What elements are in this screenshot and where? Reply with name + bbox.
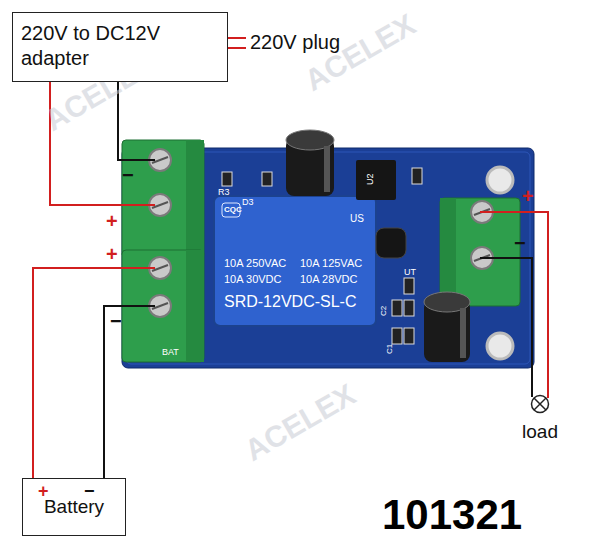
- silkscreen: U2: [366, 173, 375, 185]
- cert-mark: US: [350, 214, 364, 224]
- load-label: load: [512, 420, 568, 444]
- ic-chip: [356, 160, 396, 200]
- polarity-sign: +: [38, 482, 49, 500]
- polarity-sign: +: [106, 211, 118, 231]
- lamp-symbol: [530, 394, 550, 414]
- polarity-sign: −: [122, 165, 134, 185]
- device-box: 220V to DC12V adapter: [12, 12, 228, 82]
- device-name: 220V to DC12V adapter: [21, 21, 219, 71]
- wire: [480, 258, 532, 397]
- silkscreen: UT: [404, 268, 416, 277]
- polarity-sign: +: [522, 186, 534, 206]
- polarity-sign: −: [110, 311, 122, 331]
- relay-rating: 10A 125VAC: [300, 258, 362, 269]
- silkscreen: C1: [386, 344, 394, 354]
- relay-rating: 10A 28VDC: [300, 274, 357, 285]
- wire: [33, 268, 155, 478]
- relay-model: SRD-12VDC-SL-C: [224, 294, 356, 310]
- part-number: 101321: [382, 494, 522, 536]
- inductor: [376, 228, 406, 258]
- relay: [214, 196, 376, 326]
- terminal-block: [122, 140, 204, 362]
- polarity-sign: +: [106, 244, 118, 264]
- watermark: ACELEX: [240, 379, 360, 466]
- silkscreen: BAT: [162, 348, 179, 357]
- relay-rating: 10A 30VDC: [224, 274, 281, 285]
- mount-hole: [487, 333, 513, 359]
- silkscreen: D3: [242, 198, 254, 207]
- cert-mark: CQC: [224, 206, 242, 214]
- wire: [104, 306, 155, 478]
- relay-rating: 10A 250VAC: [224, 258, 286, 269]
- watermark: ACELEX: [300, 9, 420, 96]
- load-lamp: load: [512, 394, 568, 448]
- wire: [480, 212, 548, 398]
- plug-wire: [228, 37, 246, 39]
- capacitor: [424, 292, 470, 362]
- device-box: Battery: [22, 478, 126, 536]
- polarity-sign: −: [514, 233, 526, 253]
- plug-label: 220V plug: [250, 32, 340, 52]
- plug-wire: [228, 47, 246, 49]
- silkscreen: R3: [218, 188, 230, 197]
- capacitor: [286, 130, 334, 196]
- smd-parts: [222, 168, 422, 344]
- terminal-block: [440, 198, 520, 306]
- mount-hole: [487, 167, 513, 193]
- polarity-sign: −: [84, 482, 95, 500]
- silkscreen: C2: [380, 306, 388, 316]
